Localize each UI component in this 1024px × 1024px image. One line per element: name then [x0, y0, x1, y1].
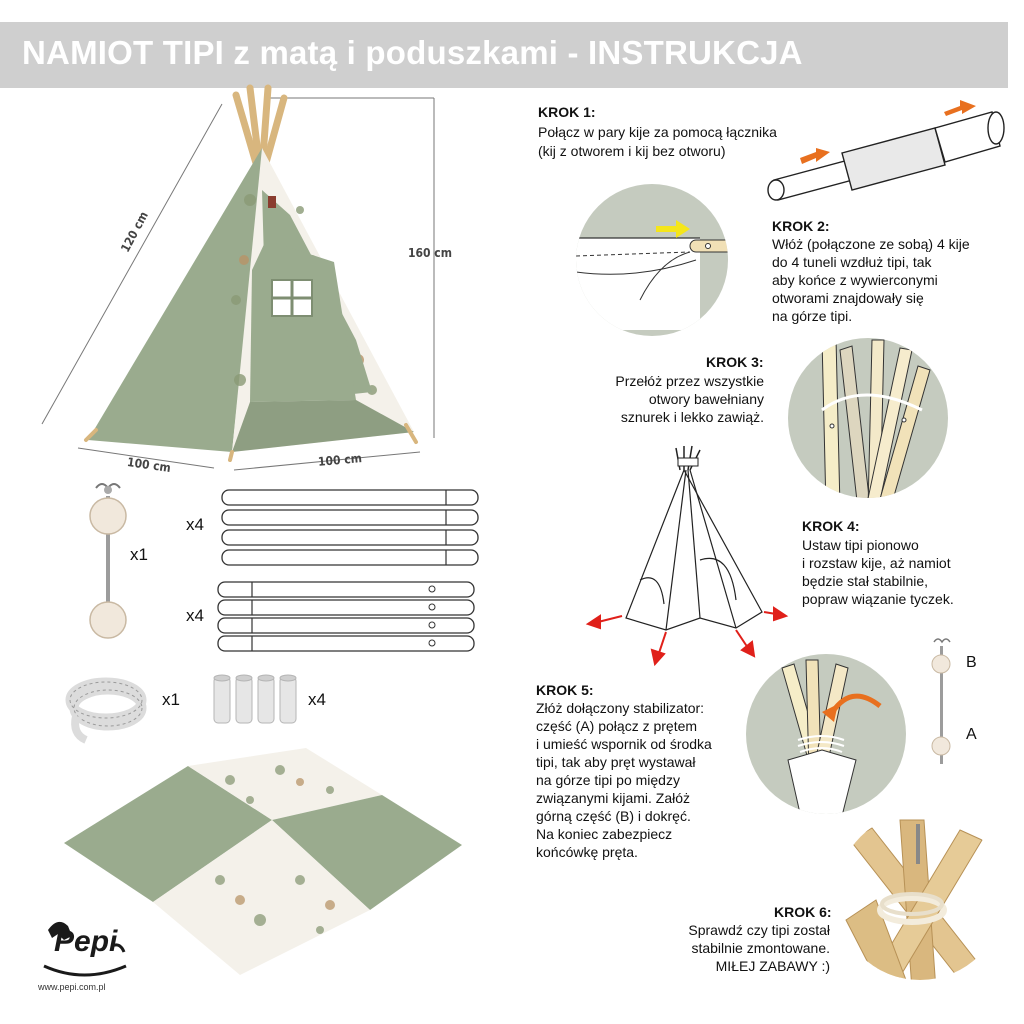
- step5-line6: związanymi kijami. Załóż: [536, 790, 691, 806]
- step3-heading: KROK 3:: [706, 354, 764, 370]
- step5-line5: na górze tipi po między: [536, 772, 680, 788]
- step4-line1: Ustaw tipi pionowo: [802, 537, 919, 553]
- poles-top-qty: x4: [186, 515, 204, 534]
- step2-line2: do 4 tuneli wzdłuż tipi, tak: [772, 254, 932, 270]
- step4-heading: KROK 4:: [802, 518, 860, 534]
- step2-line1: Włóż (połączone ze sobą) 4 kije: [772, 236, 970, 252]
- step6-line2: stabilnie zmontowane.: [691, 940, 830, 956]
- logo-text: Pepi: [54, 925, 118, 958]
- step3-line1: Przełóż przez wszystkie: [615, 373, 764, 389]
- step5-line7: górną część (B) i dokręć.: [536, 808, 691, 824]
- page-title: NAMIOT TIPI z matą i poduszkami - INSTRU…: [22, 34, 803, 71]
- step5-line8: Na koniec zabezpiecz: [536, 826, 673, 842]
- step3-line2: otwory bawełniany: [648, 391, 764, 407]
- stabilizer-qty: x1: [130, 545, 148, 564]
- label-a: A: [966, 726, 977, 743]
- step2-line5: na górze tipi.: [772, 308, 853, 324]
- step1-line1: Połącz w pary kije za pomocą łącznika: [538, 124, 777, 140]
- step6-heading: KROK 6:: [774, 904, 832, 920]
- step5-line2: część (A) połącz z prętem: [536, 718, 698, 734]
- step2-line3: aby końce z wywierconymi: [772, 272, 938, 288]
- label-b: B: [966, 654, 977, 671]
- title-bar: [0, 22, 1008, 88]
- step6-line1: Sprawdź czy tipi został: [688, 922, 830, 938]
- step2-heading: KROK 2:: [772, 218, 830, 234]
- step5-line3: i umieść wspornik od środka: [536, 736, 712, 752]
- step4-line4: popraw wiązanie tyczek.: [802, 591, 954, 607]
- step4-line3: będzie stał stabilnie,: [802, 573, 929, 589]
- step2-line4: otworami znajdowały się: [772, 290, 924, 306]
- poles-bottom-qty: x4: [186, 606, 204, 625]
- rope-qty: x1: [162, 690, 180, 709]
- step1-line2: (kij z otworem i kij bez otworu): [538, 143, 726, 159]
- step5-line1: Złóż dołączony stabilizator:: [536, 700, 705, 716]
- step6-line3: MIŁEJ ZABAWY :): [715, 958, 830, 974]
- connectors-qty: x4: [308, 690, 326, 709]
- step5-line4: tipi, tak aby pręt wystawał: [536, 754, 696, 770]
- step3-line3: sznurek i lekko zawiąż.: [620, 409, 764, 425]
- brand-url: www.pepi.com.pl: [38, 982, 106, 992]
- dim-160cm: 160 cm: [408, 246, 452, 260]
- step5-heading: KROK 5:: [536, 682, 594, 698]
- step5-line9: końcówkę pręta.: [536, 844, 638, 860]
- step4-line2: i rozstaw kije, aż namiot: [802, 555, 951, 571]
- step1-heading: KROK 1:: [538, 104, 596, 120]
